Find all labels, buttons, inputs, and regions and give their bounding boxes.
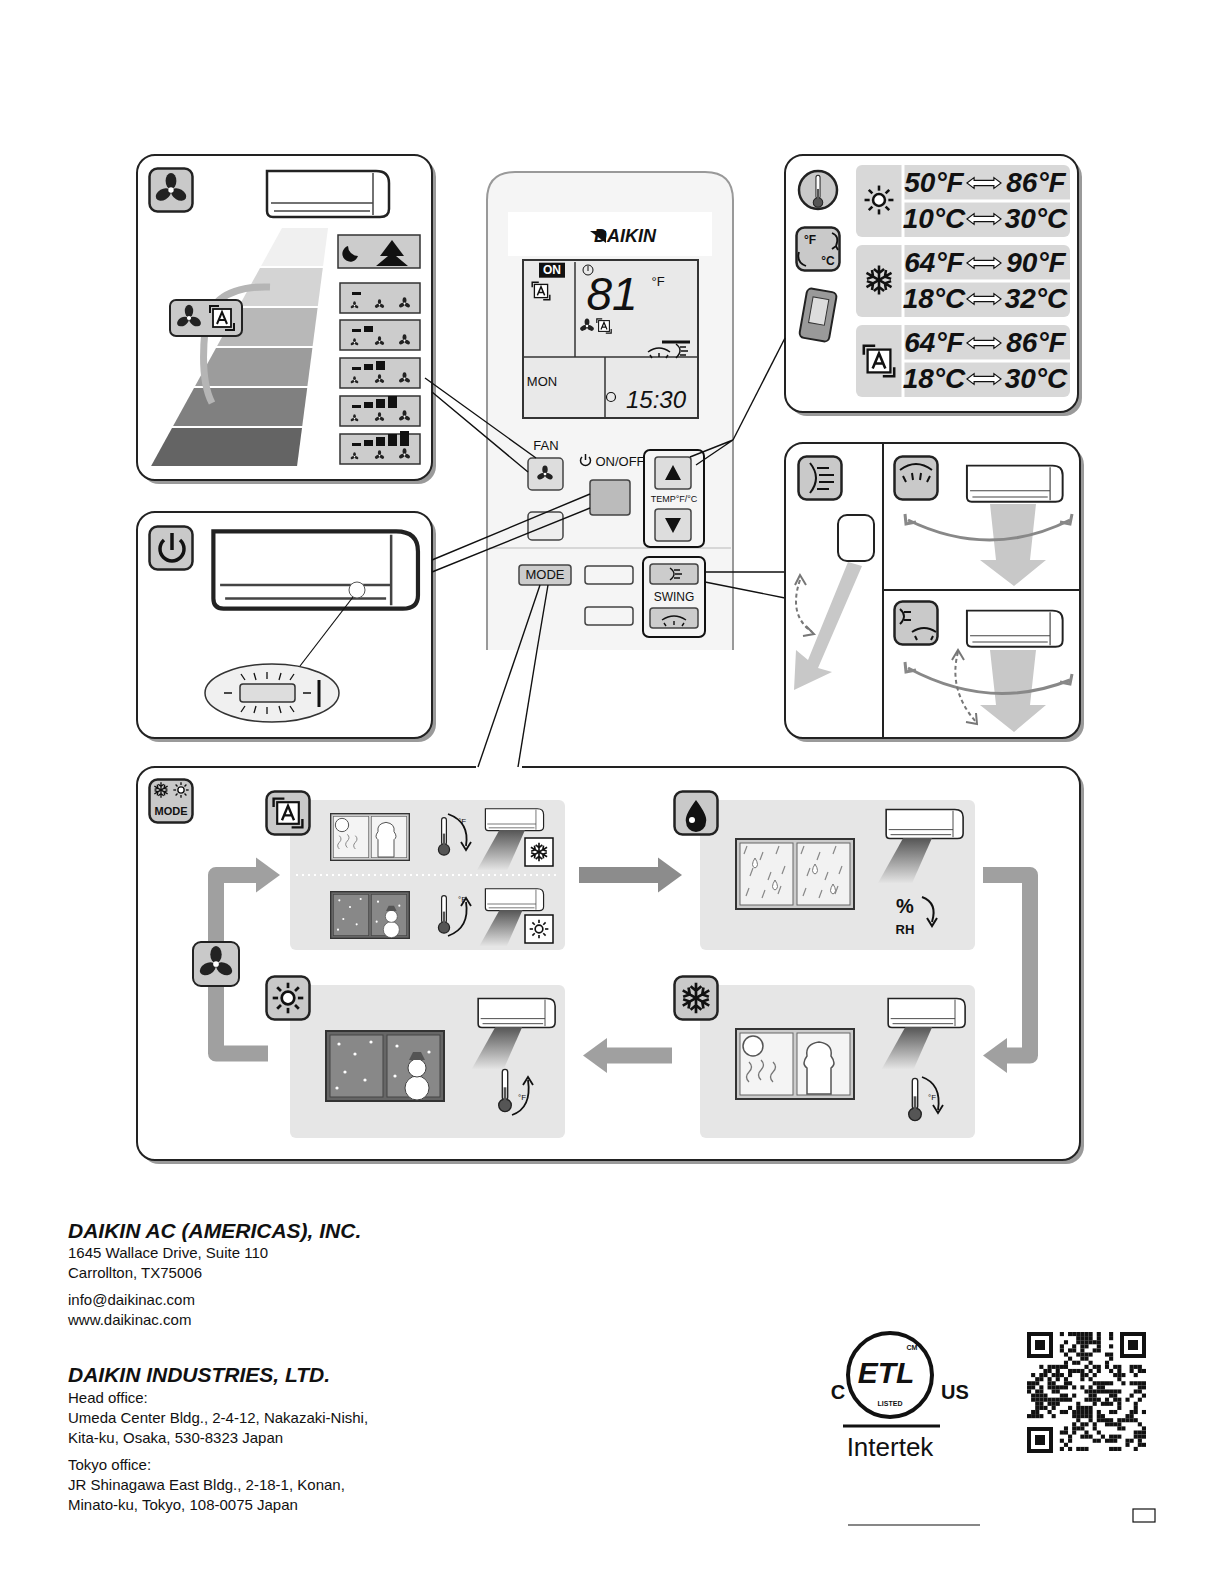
cert-mark: LISTED (878, 1400, 903, 1407)
humidity-symbol: % (896, 896, 914, 917)
remote-text: MON (527, 375, 557, 389)
temperature-value: 18°C (903, 364, 966, 393)
company-name: DAIKIN INDUSTRIES, LTD. (68, 1364, 330, 1386)
temperature-value: 50°F (904, 168, 963, 197)
arrow-head (983, 1038, 1007, 1073)
address-line: Minato-ku, Tokyo, 108-0075 Japan (68, 1497, 298, 1513)
temperature-value: 32°C (1005, 284, 1068, 313)
cert-mark: US (941, 1382, 969, 1403)
office-heading: Head office: (68, 1390, 148, 1406)
company-name: DAIKIN AC (AMERICAS), INC. (68, 1220, 361, 1242)
remote-text: ON/OFF (595, 455, 644, 469)
connector (478, 650, 537, 767)
cert-logo: ETL (858, 1357, 915, 1389)
thermometer-unit: °F (458, 896, 466, 904)
arrow-head (658, 857, 682, 892)
cert-brand: Intertek (847, 1434, 934, 1461)
connector (983, 875, 1030, 1056)
connector-line (733, 338, 785, 440)
cool-mode-box: °F (700, 985, 975, 1138)
connector-line (518, 650, 537, 767)
temperature-range-panel: °F °C 50°F 86°F 10°C 30°C 64°F 90°F 18°C 32°C 64°F… (785, 155, 1078, 412)
address-line: Kita-ku, Osaka, 530-8323 Japan (68, 1430, 283, 1446)
address-line: JR Shinagawa East Bldg., 2-18-1, Konan, (68, 1477, 345, 1493)
thermometer-unit: °F (928, 1094, 936, 1102)
auto-mode-box: °F °F (290, 800, 565, 950)
remote-text: °F (651, 275, 664, 289)
remote-text: 81 (586, 270, 637, 318)
humidity-symbol: RH (896, 923, 915, 937)
mode-panel: MODE °F °F% RH °F °F (137, 767, 1080, 1160)
heat-mode-box: °F (290, 985, 565, 1138)
fan-symbol (198, 946, 235, 978)
temperature-value: °C (821, 255, 834, 268)
remote-text: DAIKIN (594, 227, 656, 246)
cert-mark: C (831, 1382, 845, 1403)
dry-mode-box: % RH (700, 800, 975, 950)
connector-line (607, 1048, 672, 1064)
address-line: 1645 Wallace Drive, Suite 110 (68, 1245, 268, 1261)
fan-mode-icon (193, 942, 239, 986)
connector (607, 1055, 672, 1056)
temperature-value: 64°F (904, 328, 963, 357)
temperature-value: 90°F (1006, 248, 1065, 277)
mode-label: MODE (155, 806, 188, 818)
remote-text: ON (539, 263, 565, 278)
remote-text: SWING (654, 591, 695, 604)
temperature-value: °F (804, 234, 816, 247)
connector-line (983, 875, 1030, 1056)
remote-text: FAN (533, 439, 558, 453)
temperature-value: 18°C (903, 284, 966, 313)
temperature-value: 64°F (904, 248, 963, 277)
thermometer-unit: °F (458, 818, 466, 826)
address-line: Umeda Center Bldg., 2-4-12, Nakazaki-Nis… (68, 1410, 368, 1426)
temperature-value: 86°F (1006, 328, 1065, 357)
remote-text: MODE (526, 568, 565, 582)
office-heading: Tokyo office: (68, 1457, 151, 1473)
connector (579, 875, 658, 876)
temperature-value: 86°F (1006, 168, 1065, 197)
temperature-value: 30°C (1005, 204, 1068, 233)
temperature-value: 10°C (903, 204, 966, 233)
arrow-head (583, 1038, 607, 1073)
remote-text: 15:30 (626, 387, 686, 412)
thermometer-unit: °F (518, 1094, 526, 1102)
arrow-head (256, 857, 280, 892)
remote-control: DAIKIN ON 81 °F MON 15:30FAN ON/OFF TEMP°F/°C MO… (487, 172, 733, 650)
connector-line (579, 867, 658, 883)
cert-mark: CM (907, 1344, 918, 1351)
email: info@daikinac.com (68, 1292, 195, 1308)
connector-line (478, 650, 518, 767)
remote-text: TEMP°F/°C (651, 495, 698, 504)
website: www.daikinac.com (68, 1312, 191, 1328)
temperature-value: 30°C (1005, 364, 1068, 393)
connector (733, 338, 785, 440)
address-line: Carrollton, TX75006 (68, 1265, 202, 1281)
